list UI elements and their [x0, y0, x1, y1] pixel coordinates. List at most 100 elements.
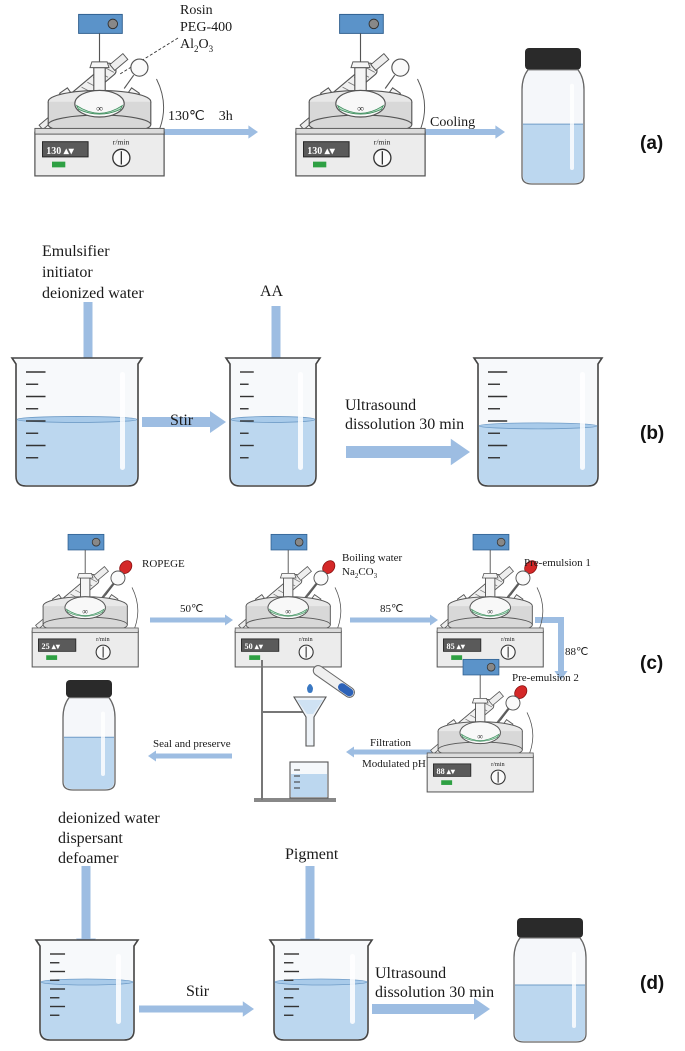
condenser-joint — [93, 566, 109, 581]
stir-bar-icon: ∞ — [285, 607, 291, 616]
condenser-coil — [494, 577, 503, 583]
input-b-line2: initiator — [42, 264, 93, 281]
filtration-apparatus — [254, 660, 355, 802]
liquid-surface — [478, 422, 598, 430]
glass-highlight — [350, 954, 355, 1024]
heater-wire — [131, 587, 139, 635]
arrow-d-stir — [139, 1001, 254, 1017]
temperature-display — [303, 141, 350, 158]
condenser-coil — [292, 577, 301, 583]
step-c-seal: Seal and preserve — [153, 738, 231, 750]
flask-mouth — [279, 572, 297, 579]
hot-plate-top — [295, 127, 426, 135]
funnel-liquid — [297, 700, 323, 714]
condenser-joint — [296, 566, 312, 581]
panel-label-d: (d) — [640, 973, 665, 994]
step-c-50c: 50℃ — [180, 603, 204, 615]
reactor-c3: ∞85 ▴▾r/min — [436, 533, 544, 668]
panel-label-b: (b) — [640, 423, 665, 444]
jar-liquid — [515, 984, 585, 1041]
jar-liquid — [523, 124, 583, 183]
power-indicator — [313, 161, 327, 168]
glass-highlight — [120, 372, 125, 470]
panel-label-c: (c) — [640, 653, 664, 674]
temperature-readout: 130 ▴▾ — [307, 146, 335, 157]
power-indicator — [441, 780, 453, 785]
power-indicator — [46, 655, 58, 660]
arrow-c-85 — [350, 614, 438, 626]
rpm-label: r/min — [374, 138, 391, 147]
arrow-b-stir — [142, 411, 226, 433]
glass-highlight — [101, 711, 105, 776]
jar-lid — [66, 680, 112, 698]
rpm-label: r/min — [299, 636, 313, 643]
beaker-b3 — [472, 357, 604, 487]
heater-wire — [536, 587, 544, 635]
heater-wire — [417, 78, 426, 137]
arrow-c-filtration — [346, 746, 432, 758]
collection-liquid — [291, 774, 327, 797]
hot-plate-top — [426, 752, 534, 759]
reactor-a2: ∞ 130 ▴▾ r/min — [295, 13, 426, 177]
storage-jar-d — [513, 918, 587, 1043]
flask-liquid — [65, 608, 105, 617]
rpm-label: r/min — [96, 636, 110, 643]
round-bottom-flask — [74, 89, 125, 118]
glass-highlight — [570, 83, 574, 170]
rpm-label: r/min — [113, 138, 130, 147]
hot-plate-top — [436, 627, 544, 634]
reagent-pre-emulsion-1: Pre-emulsion 1 — [524, 557, 591, 569]
flask-mouth — [471, 697, 489, 704]
step-b-ultrasound-1: Ultrasound — [345, 397, 417, 414]
step-a-heat: 130℃ 3h — [168, 109, 233, 124]
temperature-readout: 85 ▴▾ — [447, 642, 466, 651]
step-d-stir: Stir — [186, 983, 210, 1000]
arrow-c-seal — [148, 750, 232, 762]
stir-bar-icon: ∞ — [357, 104, 364, 114]
storage-jar-c — [62, 680, 116, 791]
input-b-aa: AA — [260, 283, 284, 300]
controller-knob — [496, 537, 506, 547]
panel-label-a: (a) — [640, 133, 664, 154]
arrow-a-cool — [400, 125, 505, 139]
step-b-ultrasound-2: dissolution 30 min — [345, 416, 465, 433]
stir-bar-icon: ∞ — [82, 607, 88, 616]
temperature-readout: 130 ▴▾ — [46, 146, 74, 157]
reagent-rosin: Rosin — [180, 3, 213, 18]
condenser-joint — [498, 566, 514, 581]
beaker-liquid — [275, 982, 367, 1039]
jar-liquid — [64, 737, 114, 789]
step-c-85c: 85℃ — [380, 603, 404, 615]
separatory-funnel — [505, 695, 521, 711]
input-b-line1: Emulsifier — [42, 243, 110, 260]
separatory-funnel — [515, 570, 531, 586]
temperature-display — [433, 763, 472, 777]
step-d-ultrasound-1: Ultrasound — [375, 965, 447, 982]
reagent-na2co3: Na2CO3 — [342, 566, 378, 581]
glass-highlight — [580, 372, 585, 470]
hot-plate-top — [234, 627, 342, 634]
controller-knob — [107, 18, 119, 30]
power-indicator — [249, 655, 261, 660]
controller-knob — [486, 662, 496, 672]
flask-liquid — [470, 608, 510, 617]
input-d-pigment: Pigment — [285, 846, 339, 863]
glass-highlight — [298, 372, 303, 470]
equipment: ∞130 ▴▾r/min∞130 ▴▾r/min∞25 ▴▾r/min∞50 ▴… — [10, 13, 604, 1043]
funnel — [293, 696, 327, 747]
flask-mouth — [350, 61, 371, 69]
funnel-stem — [384, 74, 396, 89]
funnel-stem — [308, 584, 317, 596]
arrow-c-50 — [150, 614, 233, 626]
beaker-d2 — [268, 939, 374, 1041]
beaker-liquid — [17, 419, 137, 485]
hot-plate-top — [31, 627, 139, 634]
arrow-c-88-horizontal — [535, 617, 563, 623]
test-tube-liquid — [338, 683, 354, 697]
condenser-coil — [89, 577, 98, 583]
round-bottom-flask — [335, 89, 386, 118]
controller-knob — [91, 537, 101, 547]
temperature-display — [241, 638, 280, 652]
arrow-b-input2 — [266, 306, 286, 378]
